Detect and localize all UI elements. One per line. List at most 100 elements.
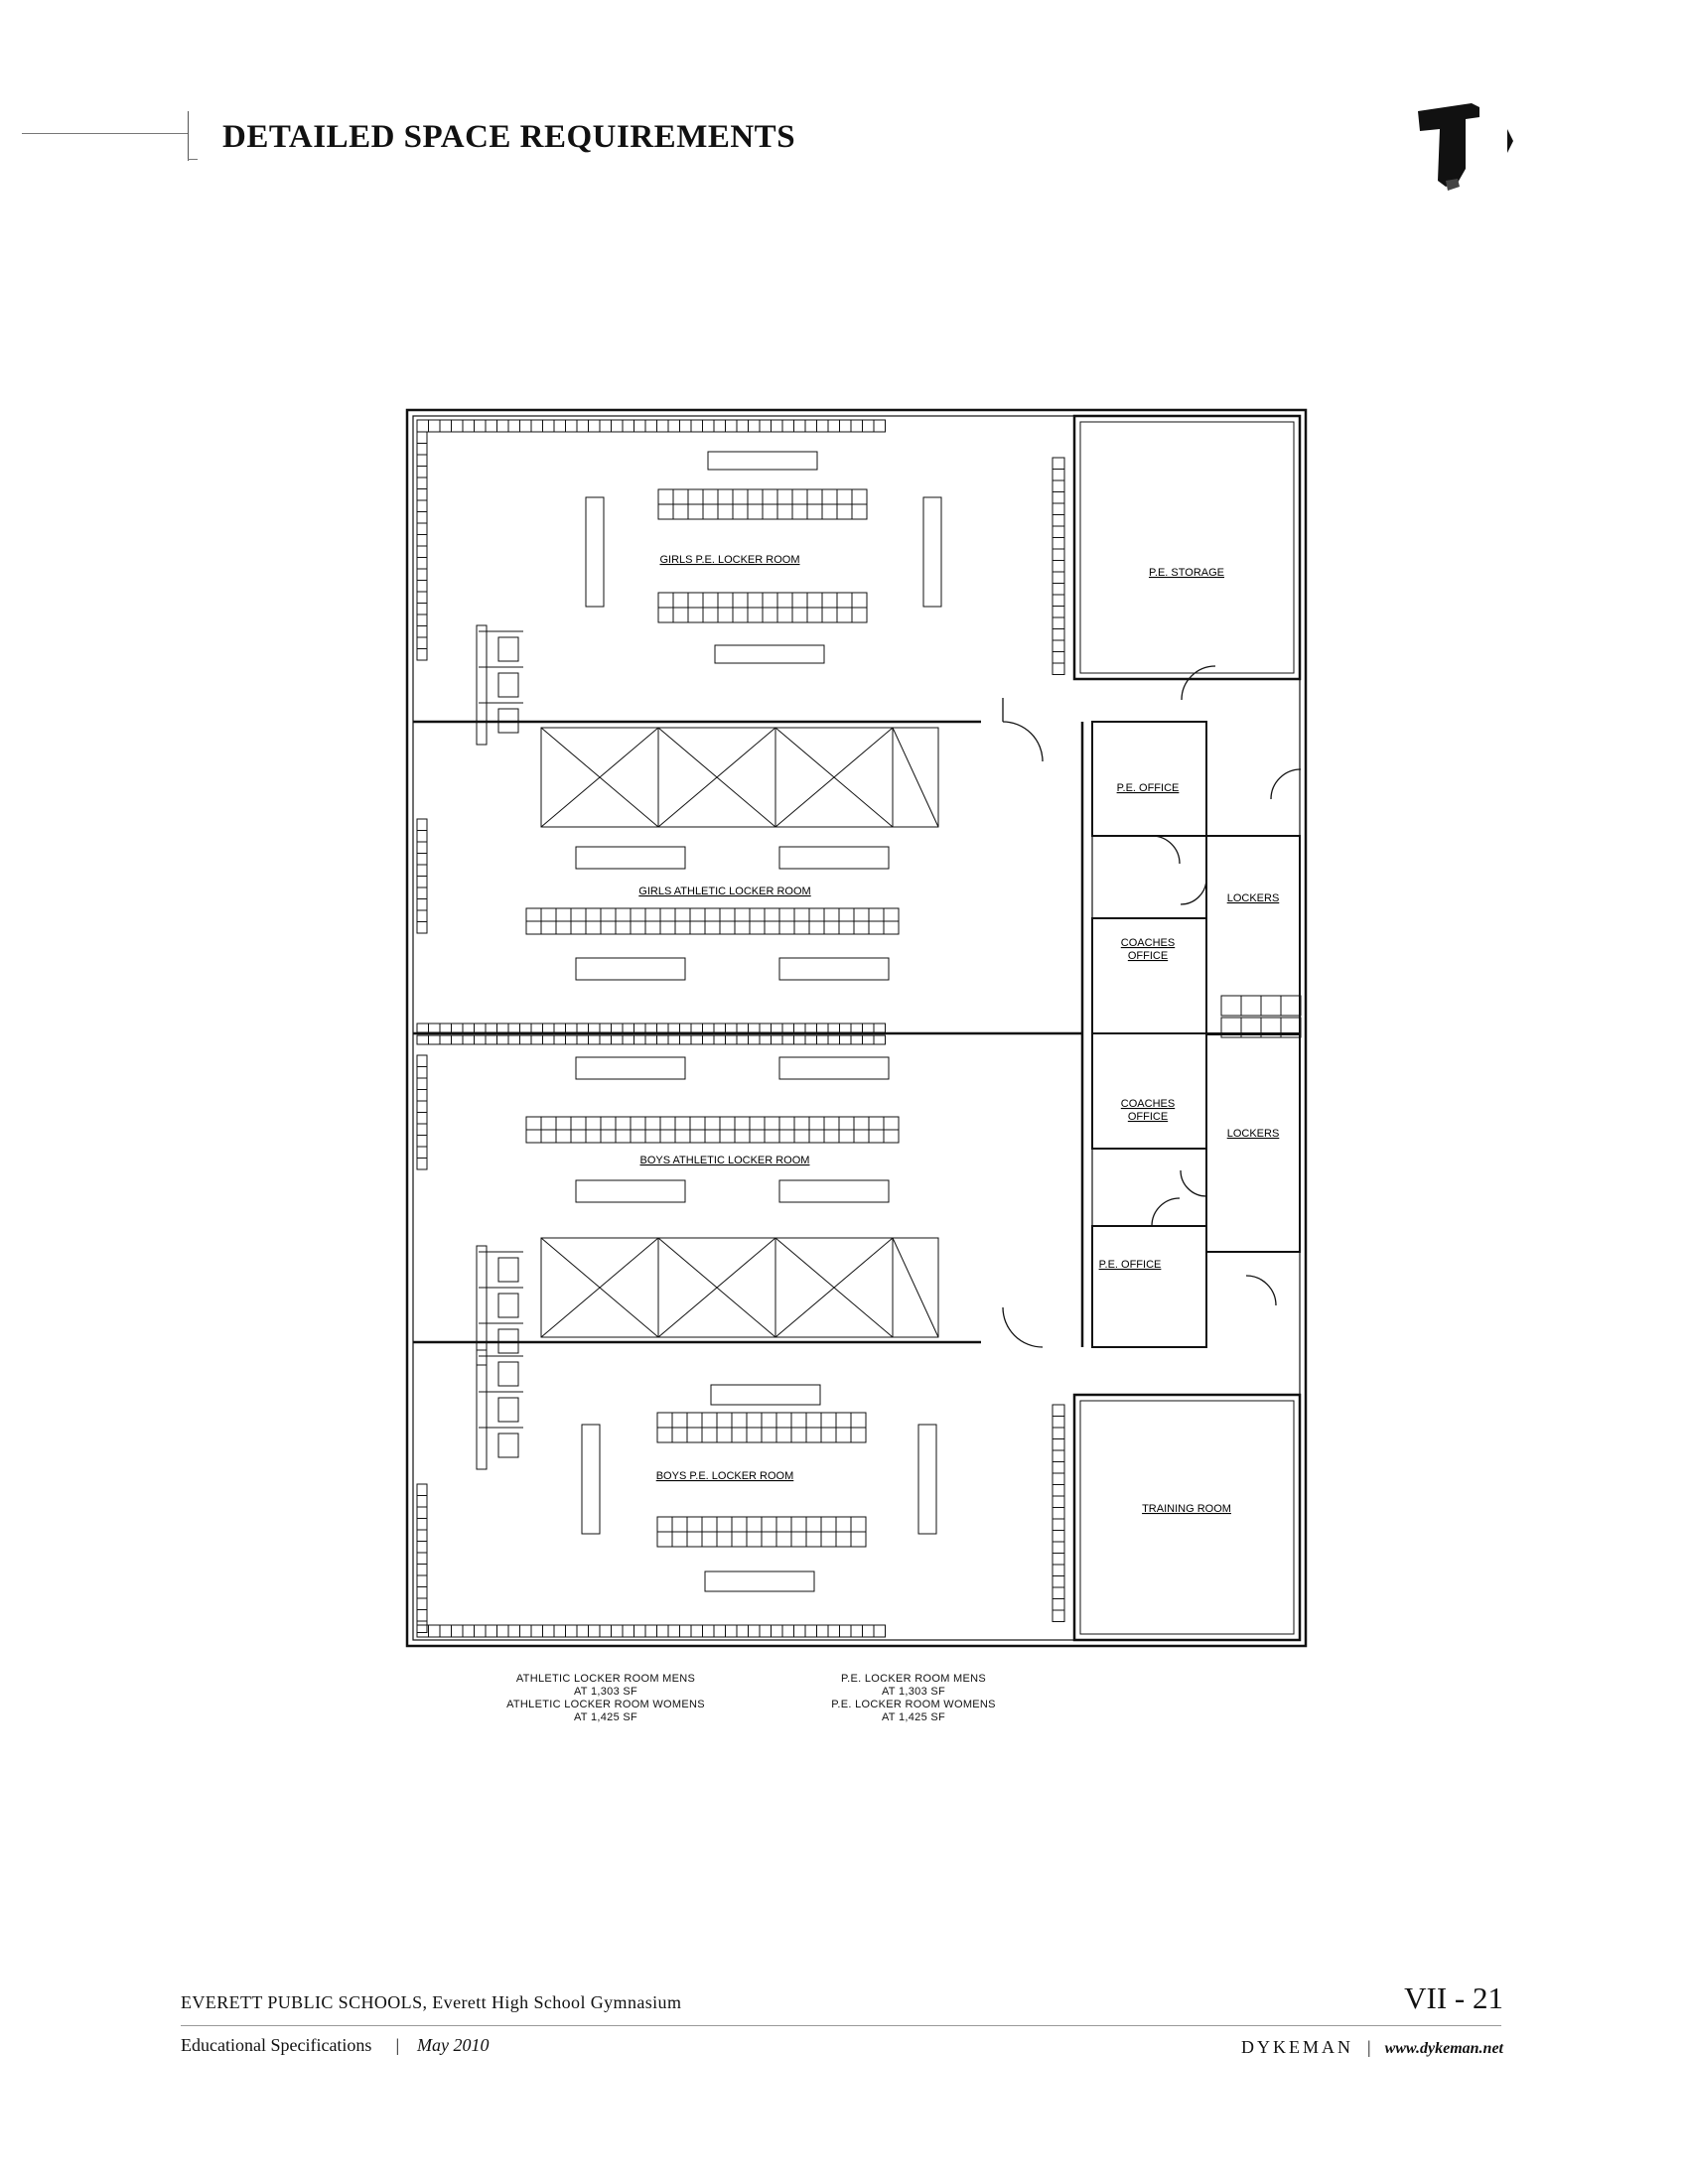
perimeter-locker xyxy=(416,898,428,911)
locker xyxy=(656,1412,673,1429)
locker xyxy=(630,920,646,935)
locker xyxy=(853,1116,870,1131)
perimeter-locker xyxy=(1052,1518,1065,1531)
perimeter-locker xyxy=(1052,1438,1065,1451)
locker xyxy=(525,920,542,935)
perimeter-locker xyxy=(690,419,703,433)
perimeter-locker xyxy=(599,1023,612,1033)
perimeter-locker xyxy=(496,1624,509,1638)
footer-separator: | xyxy=(395,2035,400,2055)
perimeter-locker xyxy=(667,1023,680,1033)
bench xyxy=(575,846,686,870)
perimeter-locker xyxy=(622,419,634,433)
locker xyxy=(851,503,868,520)
perimeter-locker xyxy=(873,1034,886,1045)
perimeter-locker xyxy=(416,545,428,558)
perimeter-locker xyxy=(713,419,726,433)
perimeter-locker xyxy=(474,1023,487,1033)
area-note-athletic-mens: ATHLETIC LOCKER ROOM MENS xyxy=(515,1673,696,1685)
perimeter-locker xyxy=(679,1034,692,1045)
locker xyxy=(701,1427,718,1443)
locker xyxy=(823,1129,840,1144)
perimeter-locker xyxy=(416,864,428,877)
perimeter-locker xyxy=(839,1034,852,1045)
perimeter-locker xyxy=(771,419,783,433)
locker xyxy=(791,488,808,505)
locker xyxy=(850,1516,867,1533)
shower-divider xyxy=(774,1237,894,1338)
perimeter-locker xyxy=(793,1034,806,1045)
perimeter-locker xyxy=(485,419,497,433)
perimeter-locker xyxy=(416,534,428,547)
toilet-fixture xyxy=(497,636,519,662)
locker xyxy=(764,907,780,922)
perimeter-locker xyxy=(565,419,578,433)
locker xyxy=(790,1427,807,1443)
locker xyxy=(820,1516,837,1533)
page-title: DETAILED SPACE REQUIREMENTS xyxy=(222,119,796,155)
perimeter-locker xyxy=(656,1034,669,1045)
perimeter-locker xyxy=(462,419,475,433)
bench xyxy=(710,1384,821,1406)
locker xyxy=(555,907,572,922)
perimeter-locker xyxy=(1052,1461,1065,1474)
locker xyxy=(778,920,795,935)
locker xyxy=(716,1412,733,1429)
locker xyxy=(775,1427,792,1443)
perimeter-locker xyxy=(553,1034,566,1045)
perimeter-locker xyxy=(519,419,532,433)
locker xyxy=(838,920,855,935)
perimeter-locker xyxy=(873,419,886,433)
perimeter-locker xyxy=(748,1034,761,1045)
bench xyxy=(575,1056,686,1080)
footer-page-number: VII - 21 xyxy=(1404,1980,1503,2015)
bench xyxy=(575,1179,686,1203)
perimeter-locker xyxy=(416,830,428,843)
locker xyxy=(853,907,870,922)
perimeter-locker xyxy=(553,1624,566,1638)
locker xyxy=(719,1116,736,1131)
locker xyxy=(659,1129,676,1144)
perimeter-locker xyxy=(827,1023,840,1033)
locker xyxy=(704,1129,721,1144)
locker xyxy=(671,1412,688,1429)
locker xyxy=(717,488,734,505)
locker xyxy=(761,1427,777,1443)
floor-plan-drawing: GIRLS P.E. LOCKER ROOM P.E. STORAGE P.E.… xyxy=(405,408,1308,1648)
perimeter-locker xyxy=(428,1023,441,1033)
locker xyxy=(671,1516,688,1533)
perimeter-locker xyxy=(416,431,428,444)
locker xyxy=(585,907,602,922)
locker xyxy=(850,1427,867,1443)
floor-plan: GIRLS P.E. LOCKER ROOM P.E. STORAGE P.E.… xyxy=(397,402,1321,1663)
perimeter-locker xyxy=(416,466,428,478)
locker xyxy=(791,503,808,520)
locker xyxy=(716,1531,733,1548)
perimeter-locker xyxy=(576,1034,589,1045)
small-locker xyxy=(1240,995,1262,1017)
perimeter-locker xyxy=(416,614,428,626)
perimeter-locker xyxy=(873,1023,886,1033)
room-label-girls-athletic: GIRLS ATHLETIC LOCKER ROOM xyxy=(638,886,810,897)
area-note-athletic-mens-area: AT 1,303 SF xyxy=(573,1686,638,1698)
perimeter-locker xyxy=(1052,1416,1065,1429)
locker xyxy=(747,488,764,505)
perimeter-locker xyxy=(736,419,749,433)
bench xyxy=(581,1424,601,1535)
perimeter-locker xyxy=(599,1624,612,1638)
small-locker xyxy=(1260,995,1282,1017)
locker xyxy=(836,607,853,623)
shower-divider xyxy=(540,1237,659,1338)
locker xyxy=(790,1531,807,1548)
locker xyxy=(657,503,674,520)
perimeter-locker xyxy=(781,1624,794,1638)
perimeter-locker xyxy=(428,1624,441,1638)
locker xyxy=(749,920,766,935)
perimeter-locker xyxy=(690,1023,703,1033)
locker xyxy=(746,1516,763,1533)
perimeter-locker xyxy=(1052,1564,1065,1576)
perimeter-locker xyxy=(553,1023,566,1033)
locker xyxy=(732,503,749,520)
perimeter-locker xyxy=(622,1023,634,1033)
perimeter-locker xyxy=(428,419,441,433)
